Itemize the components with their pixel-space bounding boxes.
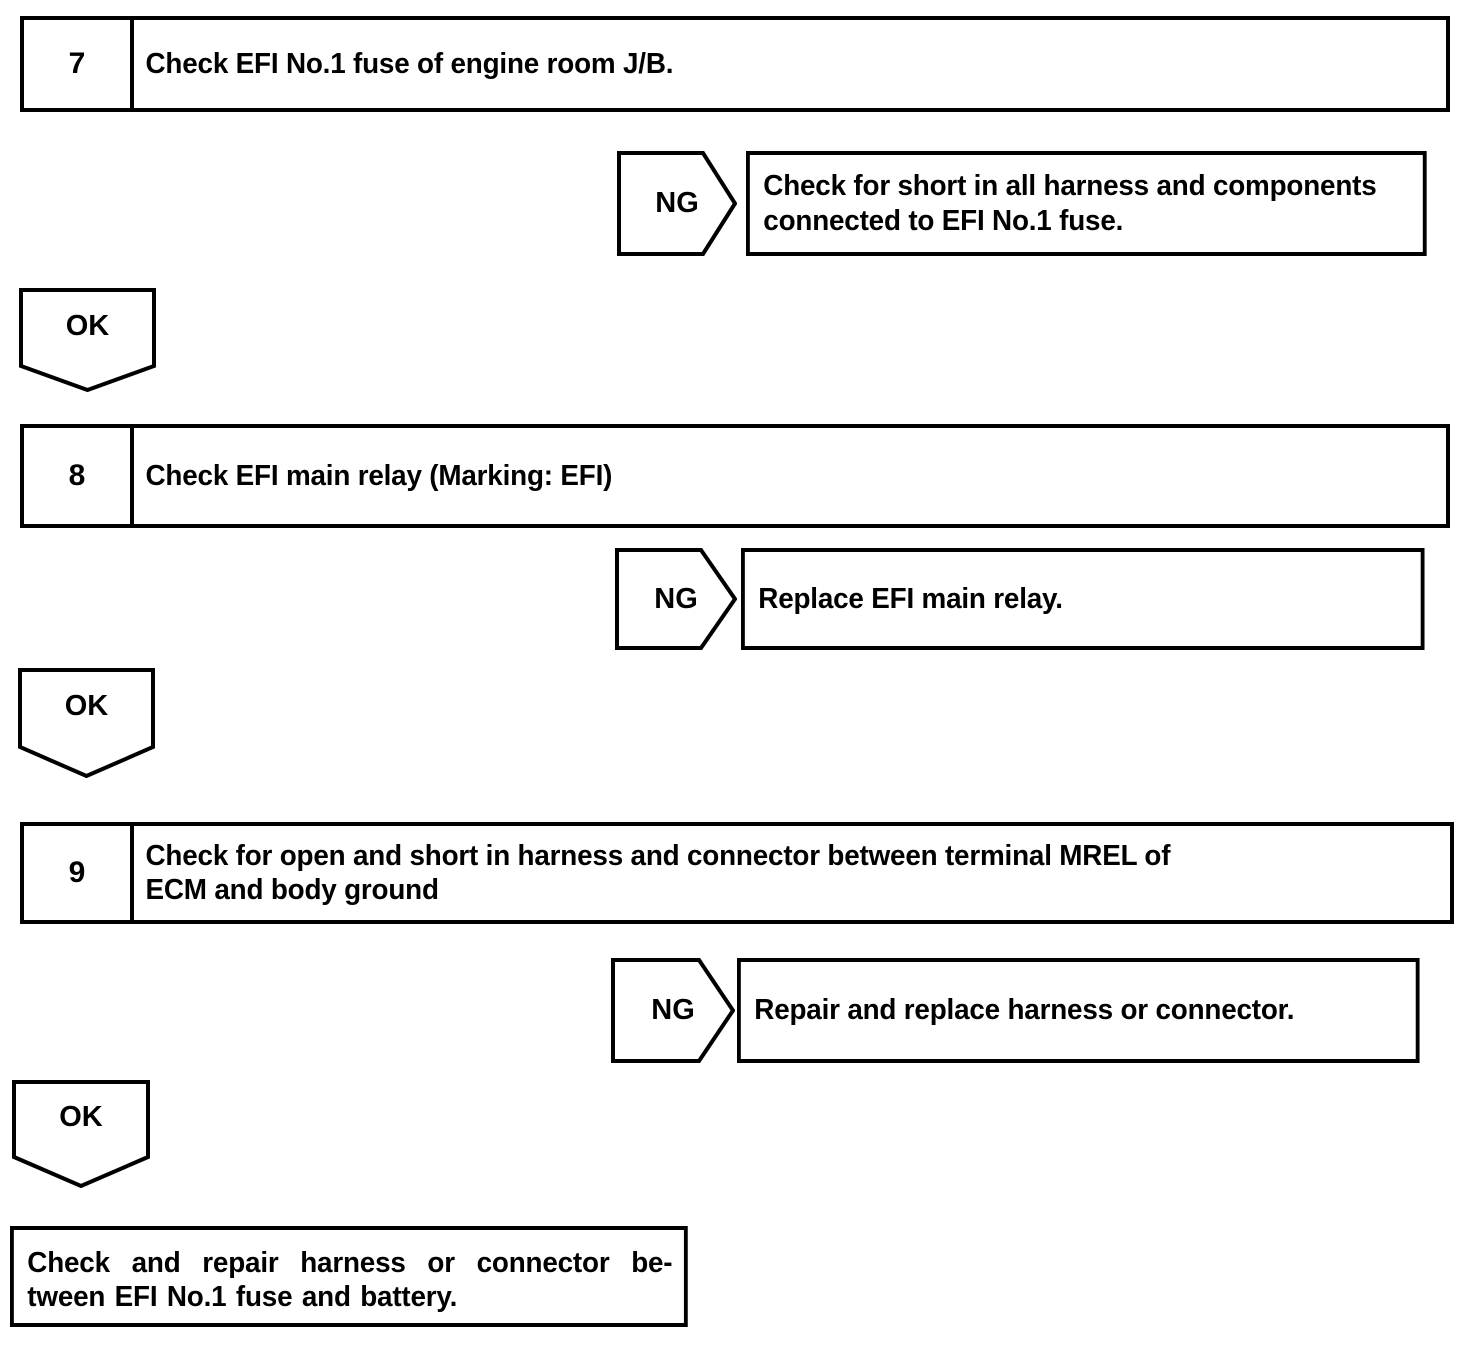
step-text-7: Check EFI No.1 fuse of engine room J/B. [145,47,674,80]
ok-arrow-shape [19,288,156,392]
ok-arrow-shape [18,668,155,778]
ng-arrow-shape [617,151,737,256]
ok-arrow-8: OK [18,668,155,778]
ng-result-box-8: Replace EFI main relay. [741,548,1425,650]
ng-result-box-7: Check for short in all harness and compo… [746,151,1427,256]
step-text-9: Check for open and short in harness and … [145,839,1171,906]
step-box-9: 9 Check for open and short in harness an… [20,822,1454,924]
ng-arrow-shape [611,958,735,1063]
final-result-box: Check and repair harness or connector be… [10,1226,688,1327]
ok-arrow-shape [12,1080,150,1188]
step-number-7: 7 [24,20,134,108]
ng-arrow-shape [615,548,737,650]
step-box-7: 7 Check EFI No.1 fuse of engine room J/B… [20,16,1450,112]
ok-arrow-7: OK [19,288,156,392]
step-text-8: Check EFI main relay (Marking: EFI) [145,459,613,492]
step-number-8: 8 [24,428,134,524]
step-number-9: 9 [24,826,134,920]
ng-arrow-8: NG [615,548,737,650]
step-box-8: 8 Check EFI main relay (Marking: EFI) [20,424,1450,528]
ng-result-box-9: Repair and replace harness or connector. [737,958,1420,1063]
ng-arrow-7: NG [617,151,737,256]
ng-arrow-9: NG [611,958,735,1063]
ok-arrow-9: OK [12,1080,150,1188]
